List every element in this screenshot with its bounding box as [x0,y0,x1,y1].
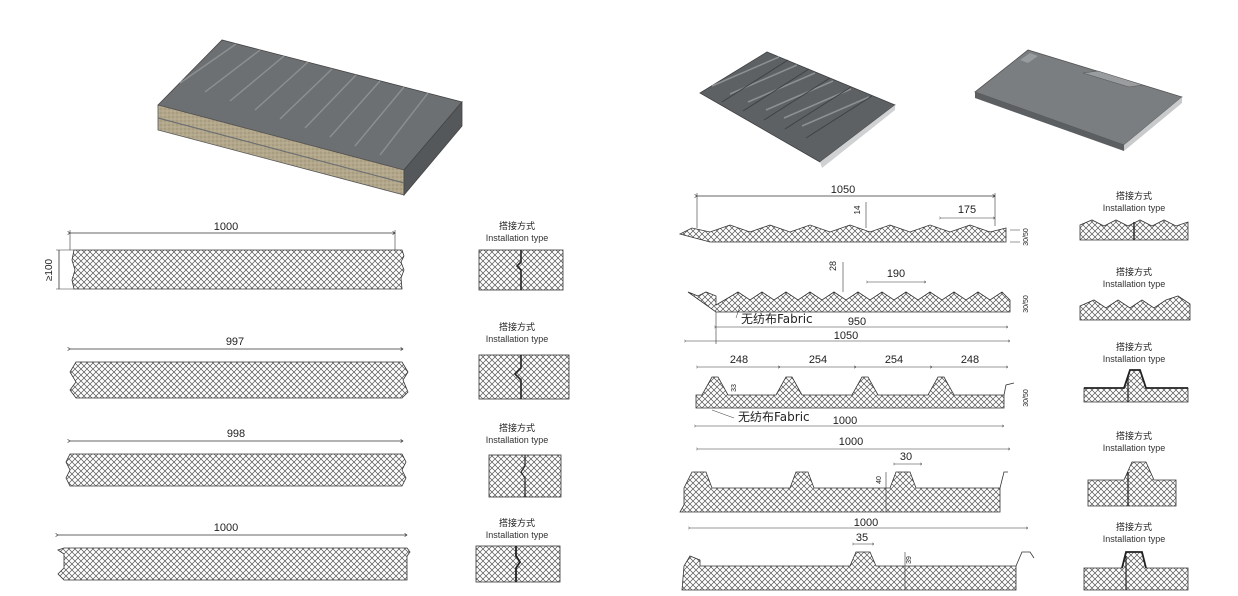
install-caption-en: Installation type [486,435,549,445]
rib-top-label: 35 [856,532,868,544]
install-caption-zh: 搭接方式 [1116,521,1152,533]
install-caption-en: Installation type [1103,534,1166,544]
fabric-label: 无纺布Fabric [741,312,813,326]
rib-pitch-label: 248 [730,354,748,366]
rib-height-label: 33 [731,384,738,392]
installation-detail-left-2: 搭接方式 Installation type [478,321,570,400]
wall-panel-section-3: 998 [65,428,407,487]
roof-panel-section-1: 1050 175 14 30/50 [678,184,1030,246]
installation-detail-right-5: 搭接方式 Installation type [1083,521,1189,591]
thickness-label: ≥100 [44,258,55,281]
dimension-label: 1000 [214,522,238,534]
rib-pitch-label: 254 [809,354,827,366]
rib-height-label: 40 [876,476,883,484]
rib-pitch-label: 254 [885,354,903,366]
install-caption-zh: 搭接方式 [499,321,535,333]
rib-pitch-label: 175 [958,204,976,216]
install-caption-zh: 搭接方式 [1116,341,1152,353]
thickness-label: 30/50 [1023,295,1030,313]
dimension-label: 997 [226,336,244,348]
dimension-label: 998 [227,428,245,440]
install-caption-en: Installation type [1103,203,1166,213]
rib-height-label: 14 [853,205,862,214]
install-caption-en: Installation type [1103,443,1166,453]
installation-detail-left-1: 搭接方式 Installation type [478,220,564,291]
thickness-label: 30/50 [1023,389,1030,407]
width-label: 1000 [854,517,878,529]
overall-width-label: 1050 [834,330,858,342]
effective-width-label: 950 [848,316,866,328]
roof-tile-panel-3d-image [699,51,896,168]
installation-detail-left-4: 搭接方式 Installation type [475,517,561,583]
rib-pitch-label: 248 [961,354,979,366]
install-caption-zh: 搭接方式 [499,220,535,232]
installation-detail-left-3: 搭接方式 Installation type [486,422,562,498]
install-caption-en: Installation type [486,334,549,344]
install-caption-en: Installation type [1103,354,1166,364]
installation-detail-right-1: 搭接方式 Installation type [1079,190,1189,241]
fabric-label: 无纺布Fabric [738,410,810,424]
rib-height-label: 39 [906,556,913,564]
roof-panel-section-4: 1000 30 40 [679,436,1010,513]
install-caption-zh: 搭接方式 [499,517,535,529]
rib-top-label: 30 [900,451,912,463]
wall-panel-3d-image [157,39,463,197]
width-label: 1000 [839,436,863,448]
width-label: 1000 [833,415,857,427]
installation-detail-right-3: 搭接方式 Installation type [1083,341,1189,403]
install-caption-zh: 搭接方式 [1116,190,1152,202]
dimension-label: 1000 [214,221,238,233]
install-caption-zh: 搭接方式 [499,422,535,434]
install-caption-en: Installation type [1103,279,1166,289]
wall-panel-section-2: 997 [70,336,409,399]
install-caption-zh: 搭接方式 [1116,430,1152,442]
install-caption-en: Installation type [486,530,549,540]
installation-detail-right-4: 搭接方式 Installation type [1087,430,1177,507]
roof-panel-section-5: 1000 35 39 [681,517,1035,591]
installation-detail-right-2: 搭接方式 Installation type [1079,266,1191,321]
roof-panel-section-2: 28 190 无纺布Fabric 950 1050 30/50 [686,261,1030,344]
rib-height-label: 28 [828,261,838,271]
install-caption-zh: 搭接方式 [1116,266,1152,278]
thickness-label: 30/50 [1023,228,1030,246]
roof-panel-section-3: 248 254 254 248 33 无纺布Fabric 1000 30/50 [696,354,1030,427]
rib-pitch-label: 190 [887,268,905,280]
wall-panel-section-4: 1000 [58,522,411,581]
standing-seam-panel-3d-image [974,49,1183,151]
dimension-label: 1050 [831,184,855,196]
install-caption-en: Installation type [486,233,549,243]
wall-panel-section-1: 1000 ≥100 [44,221,405,290]
